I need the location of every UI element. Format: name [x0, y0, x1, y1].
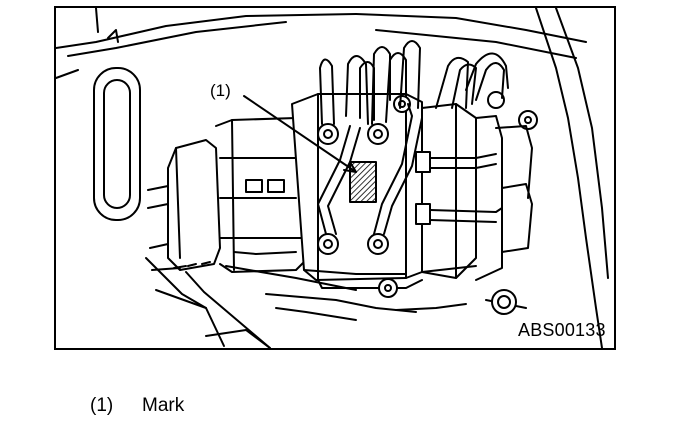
callout-label: (1) [210, 81, 231, 100]
brake-pipes [317, 40, 509, 235]
hydraulic-unit-block [291, 91, 538, 289]
figure-code: ABS00133 [518, 320, 606, 340]
body-structure-lines [56, 8, 609, 348]
pipe-fittings [317, 95, 431, 298]
callout-leader [243, 95, 357, 173]
mounting-bolt [491, 289, 517, 315]
connector-housing [145, 117, 309, 347]
legend-number: (1) [90, 395, 114, 416]
legend-label: Mark [142, 395, 185, 416]
mounting-bracket [185, 265, 527, 348]
legend: (1) Mark [90, 394, 184, 418]
abs-unit-drawing [56, 8, 609, 348]
slot-opening [93, 67, 141, 221]
figure-frame: (1) ABS00133 [54, 6, 616, 350]
